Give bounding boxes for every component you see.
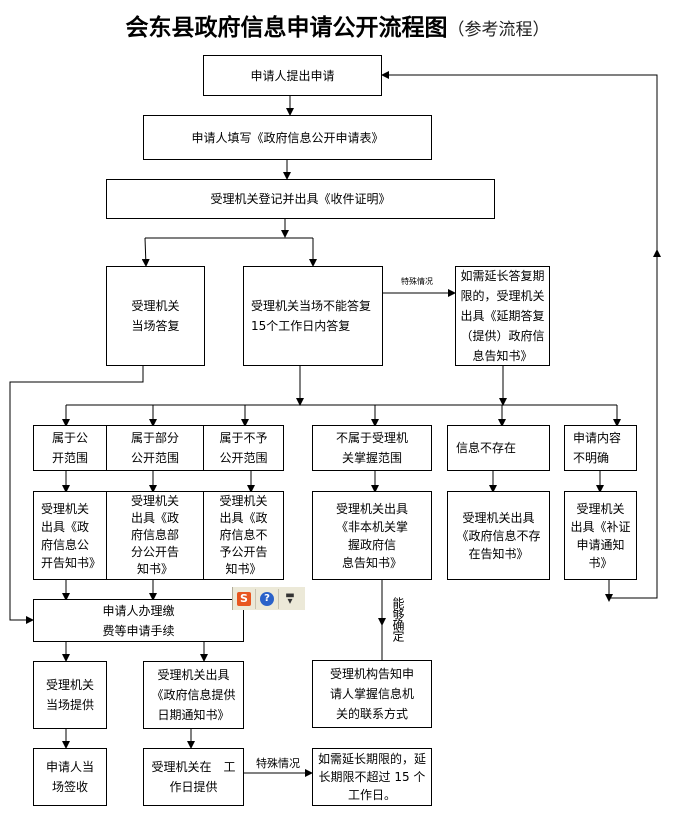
node-fee-procedure: 申请人办理缴 费等申请手续 <box>33 599 244 642</box>
node-reply-15days: 受理机关当场不能答复 15个工作日内答复 <box>243 266 383 366</box>
node-provide-workday: 受理机关在 工 作日提供 <box>143 748 244 806</box>
edge-label-can-determine: 能够确定 <box>391 597 405 641</box>
node-provide-onsite: 受理机关 当场提供 <box>33 661 107 729</box>
node-outside-notice: 受理机关出具 《非本机关掌 握政府信 息告知书》 <box>312 491 432 580</box>
node-public-notice: 受理机关 出具《政 府信息公 开告知书》 <box>33 491 107 580</box>
node-extension-limit: 如需延长期限的，延 长期限不超过 15 个 工作日。 <box>312 748 432 806</box>
edge-label-special-case-2: 特殊情况 <box>256 757 300 770</box>
node-not-public-scope: 属于不予 公开范围 <box>203 425 284 471</box>
node-fill-form: 申请人填写《政府信息公开申请表》 <box>143 115 432 160</box>
node-apply: 申请人提出申请 <box>203 55 382 96</box>
help-icon: ? <box>260 591 274 606</box>
title-main: 会东县政府信息申请公开流程图 <box>125 14 448 41</box>
sogou-icon: S <box>237 591 251 606</box>
sogou-ime-button[interactable]: S <box>233 588 256 609</box>
node-info-not-exist: 信息不存在 <box>447 425 550 471</box>
more-options-icon: ▬▾ <box>285 589 295 607</box>
edge-to-onsite <box>141 237 150 267</box>
node-partial-notice: 受理机关 出具《政 府信息部 分公开告 知书》 <box>106 491 204 580</box>
ime-toolbar[interactable]: S ? ▬▾ <box>232 587 305 610</box>
node-register: 受理机关登记并出具《收件证明》 <box>106 179 495 219</box>
node-reply-onsite: 受理机关 当场答复 <box>106 266 205 366</box>
node-not-public-notice: 受理机关 出具《政 府信息不 予公开告 知书》 <box>203 491 284 580</box>
node-date-notice: 受理机关出具 《政府信息提供 日期通知书》 <box>143 661 244 729</box>
toolbar-more-button[interactable]: ▬▾ <box>279 589 301 609</box>
diagram-title: 会东县政府信息申请公开流程图（参考流程） <box>0 8 675 42</box>
node-partial-scope: 属于部分 公开范围 <box>106 425 204 471</box>
title-sub: （参考流程） <box>447 20 550 40</box>
edge-onsite-fee <box>9 365 144 624</box>
edge-label-special-case-1: 特殊情况 <box>401 277 433 286</box>
node-contact-info: 受理机构告知申 请人掌握信息机 关的联系方式 <box>312 660 432 728</box>
help-button[interactable]: ? <box>256 588 279 609</box>
node-supplement-notice: 受理机关 出具《补证 申请通知 书》 <box>564 491 637 580</box>
node-outside-scope: 不属于受理机 关掌握范围 <box>312 425 432 471</box>
node-unclear-request: 申请内容 不明确 <box>564 425 637 471</box>
node-public-scope: 属于公 开范围 <box>33 425 107 471</box>
node-not-exist-notice: 受理机关出具 《政府信息不存 在告知书》 <box>447 491 550 580</box>
node-extension-notice: 如需延长答复期 限的，受理机关 出具《延期答复 （提供）政府信 息告知书》 <box>455 266 550 366</box>
node-sign-receipt: 申请人当 场签收 <box>33 748 107 806</box>
